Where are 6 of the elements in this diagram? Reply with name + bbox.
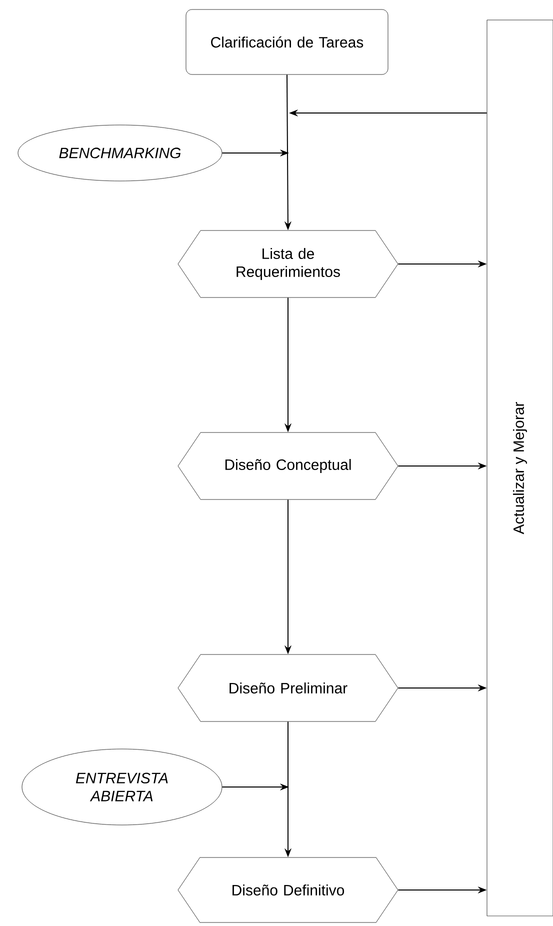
start-box: Clarificación de Tareas: [186, 9, 388, 75]
process-hexagon: Diseño Definitivo: [178, 857, 398, 923]
feedback-box: Actualizar y Mejorar: [486, 20, 553, 916]
process-hexagon: Lista de Requerimientos: [178, 230, 398, 298]
process-hexagon: Diseño Preliminar: [178, 654, 398, 722]
process-hexagon: Diseño Conceptual: [178, 432, 398, 500]
